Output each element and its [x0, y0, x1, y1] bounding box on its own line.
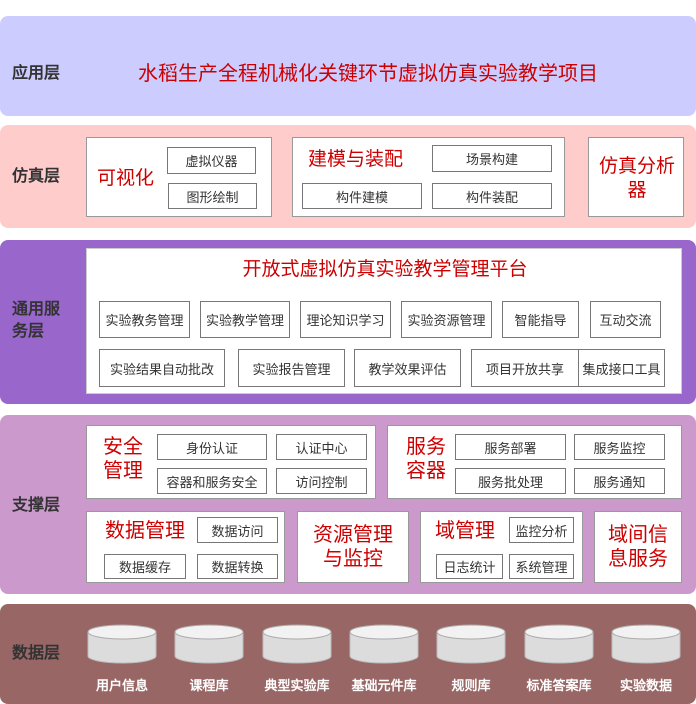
module-box: 实验结果自动批改: [99, 349, 225, 387]
modeling-group: 建模与装配 场景构建 构件建模 构件装配: [292, 137, 565, 217]
database-label: 基础元件库: [351, 679, 417, 694]
data-layer: 数据层 用户信息 课程库 典型实验库 基础元件库 规则库 标准答案库 实验数据: [0, 604, 696, 704]
layer-label: 仿真层: [12, 166, 61, 185]
module-box: 实验报告管理: [238, 349, 345, 387]
database-icon: [436, 624, 506, 664]
module-box: 实验教学管理: [200, 301, 290, 338]
module-box: 教学效果评估: [354, 349, 461, 387]
module-box: 数据转换: [197, 554, 278, 579]
project-title: 水稻生产全程机械化关键环节虚拟仿真实验教学项目: [138, 61, 598, 85]
simulation-layer: 仿真层 可视化 虚拟仪器 图形绘制 建模与装配 场景构建 构件建模 构件装配 仿…: [0, 125, 696, 228]
module-box: 服务通知: [574, 468, 665, 494]
database-icon: [262, 624, 332, 664]
module-box: 集成接口工具: [578, 349, 665, 387]
module-box: 访问控制: [276, 468, 367, 494]
security-group: 安全管理 身份认证 认证中心 容器和服务安全 访问控制: [86, 425, 376, 499]
layer-label: 数据层: [12, 643, 61, 662]
resource-monitor-group: 资源管理与监控: [297, 511, 409, 583]
module-box: 日志统计: [436, 554, 503, 579]
group-title: 域管理: [435, 518, 495, 542]
database-icon: [87, 624, 157, 664]
group-title: 建模与装配: [308, 148, 404, 170]
module-box: 智能指导: [502, 301, 579, 338]
module-box: 互动交流: [590, 301, 661, 338]
group-title: 安全管理: [103, 434, 143, 482]
platform-group: 开放式虚拟仿真实验教学管理平台 实验教务管理 实验教学管理 理论知识学习 实验资…: [86, 248, 682, 394]
database-icon: [524, 624, 594, 664]
module-box: 数据访问: [197, 517, 278, 543]
database-icon: [174, 624, 244, 664]
module-box: 项目开放共享: [471, 349, 579, 387]
group-title: 资源管理与监控: [313, 522, 393, 570]
module-box: 服务批处理: [455, 468, 566, 494]
visualization-group: 可视化 虚拟仪器 图形绘制: [86, 137, 272, 217]
module-box: 构件建模: [302, 183, 422, 209]
interdomain-service-group: 域间信息服务: [594, 511, 682, 583]
database-label: 课程库: [189, 679, 229, 694]
module-box: 容器和服务安全: [157, 468, 267, 494]
module-box: 身份认证: [157, 434, 267, 460]
module-box: 场景构建: [432, 145, 552, 172]
group-title: 开放式虚拟仿真实验教学管理平台: [242, 258, 528, 280]
module-box: 数据缓存: [104, 554, 186, 579]
database-icon: [611, 624, 681, 664]
module-box: 虚拟仪器: [167, 147, 256, 174]
module-box: 构件装配: [432, 183, 552, 209]
group-title: 可视化: [97, 167, 155, 189]
support-layer: 支撑层 安全管理 身份认证 认证中心 容器和服务安全 访问控制 服务容器 服务部…: [0, 415, 696, 594]
module-box: 理论知识学习: [300, 301, 391, 338]
group-title: 数据管理: [105, 518, 185, 542]
layer-label: 应用层: [12, 63, 61, 82]
domain-management-group: 域管理 监控分析 日志统计 系统管理: [420, 511, 583, 583]
layer-label: 通用服务层: [12, 299, 61, 340]
database-label: 标准答案库: [526, 679, 592, 694]
layer-label: 支撑层: [12, 495, 61, 514]
module-box: 系统管理: [509, 554, 574, 579]
database-icon: [349, 624, 419, 664]
group-title: 仿真分析器: [598, 155, 675, 201]
database-label: 实验数据: [619, 679, 672, 694]
application-layer: 应用层 水稻生产全程机械化关键环节虚拟仿真实验教学项目: [0, 16, 696, 116]
database-label: 规则库: [451, 679, 491, 694]
module-box: 实验教务管理: [99, 301, 190, 338]
service-container-group: 服务容器 服务部署 服务监控 服务批处理 服务通知: [387, 425, 682, 499]
group-title: 域间信息服务: [608, 522, 668, 570]
general-service-layer: 通用服务层 开放式虚拟仿真实验教学管理平台 实验教务管理 实验教学管理 理论知识…: [0, 240, 696, 404]
module-box: 认证中心: [276, 434, 367, 460]
database-label: 典型实验库: [264, 679, 330, 694]
group-title: 服务容器: [406, 434, 446, 482]
module-box: 实验资源管理: [401, 301, 492, 338]
module-box: 服务部署: [455, 434, 566, 460]
module-box: 监控分析: [509, 517, 574, 543]
analyzer-group: 仿真分析器: [588, 137, 684, 217]
data-management-group: 数据管理 数据访问 数据缓存 数据转换: [86, 511, 285, 583]
module-box: 图形绘制: [168, 183, 257, 209]
database-label: 用户信息: [95, 679, 148, 694]
module-box: 服务监控: [574, 434, 665, 460]
